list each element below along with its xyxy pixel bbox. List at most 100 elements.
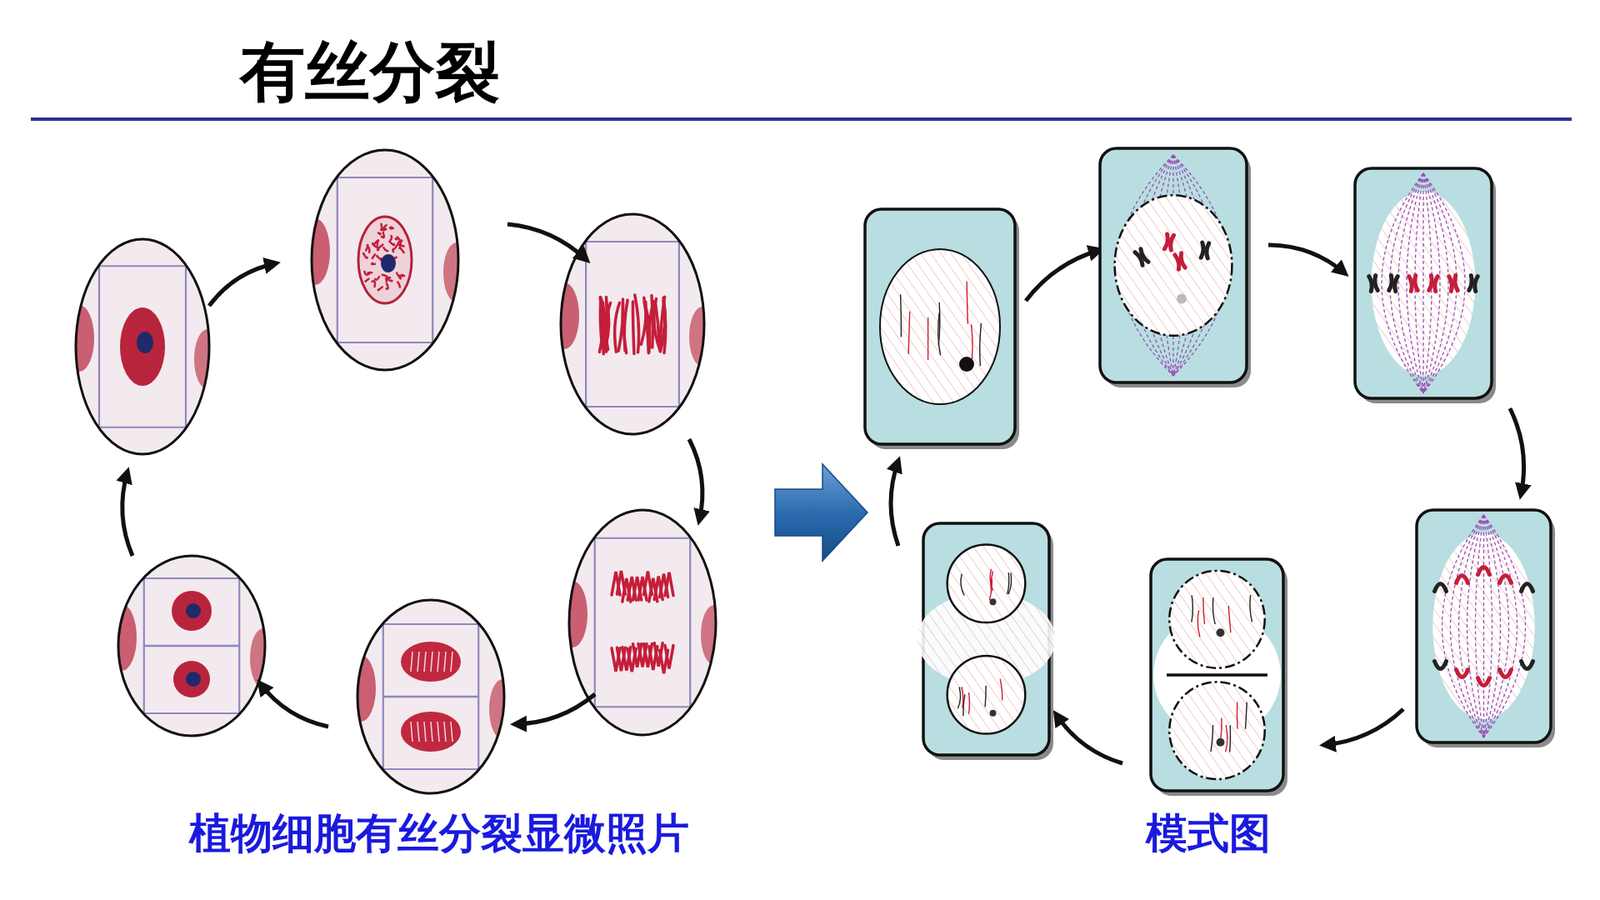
drawing-line: [336, 150, 339, 370]
drawing-ellipse: [1169, 570, 1265, 669]
drawing-path: [383, 247, 388, 251]
drawing-path: [1225, 725, 1228, 752]
drawing-line: [144, 645, 240, 648]
drawing-ellipse: [358, 216, 412, 304]
drawing-path: [372, 254, 375, 258]
drawing-circle: [1216, 628, 1225, 637]
drawing-path: [660, 300, 665, 350]
cycle-arrow: [507, 224, 587, 260]
drawing-path: [1394, 275, 1398, 291]
drawing-path: [1007, 572, 1010, 595]
drawing-path: [1484, 515, 1510, 738]
drawing-path: [1169, 235, 1174, 250]
drawing-path: [1203, 597, 1205, 625]
drawing-line: [1483, 515, 1485, 738]
drawing-path: [390, 227, 392, 230]
photo-outline: [311, 150, 459, 370]
drawing-path: [640, 301, 646, 345]
cycle-arrow: [515, 694, 595, 725]
drawing-path: [989, 578, 992, 600]
drawing-rect: [118, 555, 265, 736]
model-cell: [1150, 559, 1288, 796]
drawing-path: [1435, 661, 1447, 670]
drawing-path: [1229, 725, 1231, 752]
model-cell: [865, 209, 1020, 450]
drawing-line: [444, 651, 446, 672]
drawing-path: [1449, 275, 1453, 291]
drawing-path: [371, 263, 375, 265]
drawing-line: [75, 426, 210, 429]
drawing-path: [980, 323, 982, 366]
drawing-path: [605, 301, 609, 348]
drawing-rect: [1150, 559, 1284, 791]
drawing-path: [1521, 661, 1534, 670]
drawing-path: [372, 243, 379, 248]
drawing-line: [357, 623, 505, 625]
drawing-path: [382, 275, 388, 280]
drawing-path: [1409, 275, 1413, 291]
drawing-path: [1135, 251, 1145, 266]
drawing-rect: [865, 209, 1015, 445]
transition-arrow: [775, 464, 868, 561]
cycle-arrow: [1510, 408, 1525, 495]
drawing-line: [678, 214, 680, 435]
drawing-path: [966, 281, 968, 325]
drawing-path: [1484, 515, 1493, 738]
photo-outline: [118, 555, 265, 736]
drawing-rect: [1355, 168, 1492, 399]
drawing-path: [927, 317, 929, 360]
photo-outline: [560, 214, 705, 435]
drawing-g: [1409, 275, 1418, 292]
drawing-circle: [173, 660, 210, 698]
drawing-path: [1484, 515, 1526, 738]
drawing-path: [649, 301, 654, 348]
drawing-line: [594, 510, 596, 735]
drawing-path: [1484, 515, 1501, 738]
drawing-path: [1423, 173, 1457, 394]
drawing-path: [615, 302, 620, 352]
drawing-line: [424, 651, 426, 672]
drawing-path: [938, 302, 940, 345]
drawing-path: [365, 279, 369, 282]
drawing-g: [1164, 234, 1174, 250]
figure-caption: 植物细胞有丝分裂显微照片: [189, 810, 690, 859]
drawing-ellipse: [120, 307, 165, 386]
drawing-line: [185, 239, 187, 455]
drawing-path: [1429, 275, 1433, 291]
drawing-path: [1245, 702, 1248, 730]
micro-photo: [345, 600, 516, 794]
drawing-line: [417, 721, 420, 742]
drawing-line: [560, 405, 705, 408]
micro-photo: [64, 239, 221, 455]
drawing-path: [1200, 242, 1205, 258]
drawing-path: [1369, 275, 1373, 291]
drawing-path: [1197, 610, 1200, 637]
drawing-path: [1467, 515, 1485, 738]
drawing-path: [1450, 515, 1485, 738]
drawing-path: [1474, 275, 1478, 291]
drawing-path: [1456, 575, 1469, 584]
drawing-ellipse: [106, 604, 137, 671]
drawing-path: [368, 272, 373, 275]
photo-outline: [569, 510, 716, 735]
drawing-path: [377, 245, 383, 250]
drawing-path: [957, 686, 960, 709]
model-cell: [1100, 148, 1251, 388]
drawing-path: [1478, 567, 1490, 575]
drawing-line: [424, 721, 426, 742]
cycle-arrow: [689, 439, 703, 521]
drawing-path: [1484, 515, 1518, 738]
drawing-path: [397, 281, 400, 287]
title-rule: [30, 117, 1572, 121]
drawing-line: [444, 721, 446, 742]
drawing-line: [98, 239, 100, 455]
drawing-line: [569, 705, 716, 708]
drawing-path: [363, 253, 368, 259]
drawing-line: [118, 577, 265, 580]
drawing-path: [1374, 275, 1378, 291]
figure-caption: 模式图: [1145, 810, 1271, 859]
drawing-ellipse: [1115, 195, 1233, 336]
drawing-line: [417, 651, 420, 672]
drawing-path: [632, 301, 634, 355]
drawing-rect: [569, 510, 716, 735]
